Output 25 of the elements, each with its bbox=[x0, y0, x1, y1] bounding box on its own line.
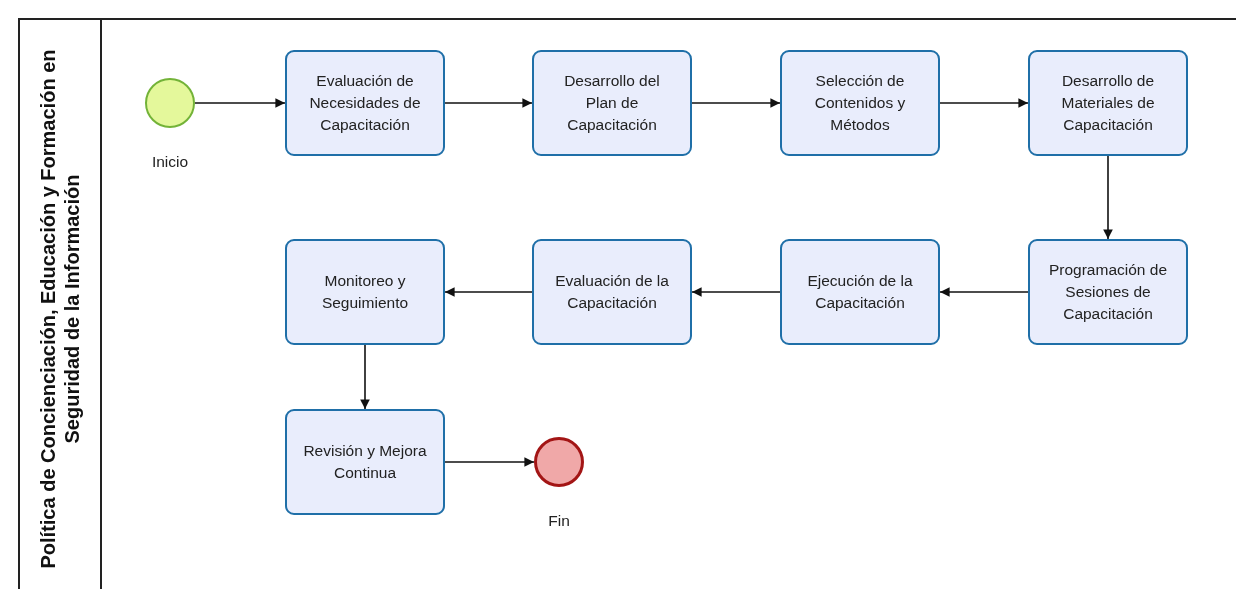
arrow bbox=[691, 98, 781, 108]
arrow bbox=[444, 98, 533, 108]
arrow bbox=[360, 344, 370, 410]
task-box: Evaluación de Necesidades de Capacitación bbox=[285, 50, 445, 156]
lane-title: Política de Concienciación, Educación y Formación en Seguridad de la Información bbox=[36, 48, 84, 571]
task-box: Programación de Sesiones de Capacitación bbox=[1028, 239, 1188, 345]
end-event-circle bbox=[534, 437, 584, 487]
arrow bbox=[1103, 155, 1113, 240]
start-event-circle bbox=[145, 78, 195, 128]
arrow bbox=[444, 457, 535, 467]
task-box: Desarrollo de Materiales de Capacitación bbox=[1028, 50, 1188, 156]
arrow bbox=[939, 98, 1029, 108]
task-box: Desarrollo del Plan de Capacitación bbox=[532, 50, 692, 156]
task-box: Ejecución de la Capacitación bbox=[780, 239, 940, 345]
arrow bbox=[194, 98, 286, 108]
event-label: Inicio bbox=[151, 153, 189, 171]
task-box: Selección de Contenidos y Métodos bbox=[780, 50, 940, 156]
arrow bbox=[939, 287, 1029, 297]
event-label: Fin bbox=[548, 512, 570, 530]
task-box: Evaluación de la Capacitación bbox=[532, 239, 692, 345]
task-box: Monitoreo y Seguimiento bbox=[285, 239, 445, 345]
task-box: Revisión y Mejora Continua bbox=[285, 409, 445, 515]
swimlane bbox=[18, 18, 1236, 589]
arrow bbox=[691, 287, 781, 297]
arrow bbox=[444, 287, 533, 297]
